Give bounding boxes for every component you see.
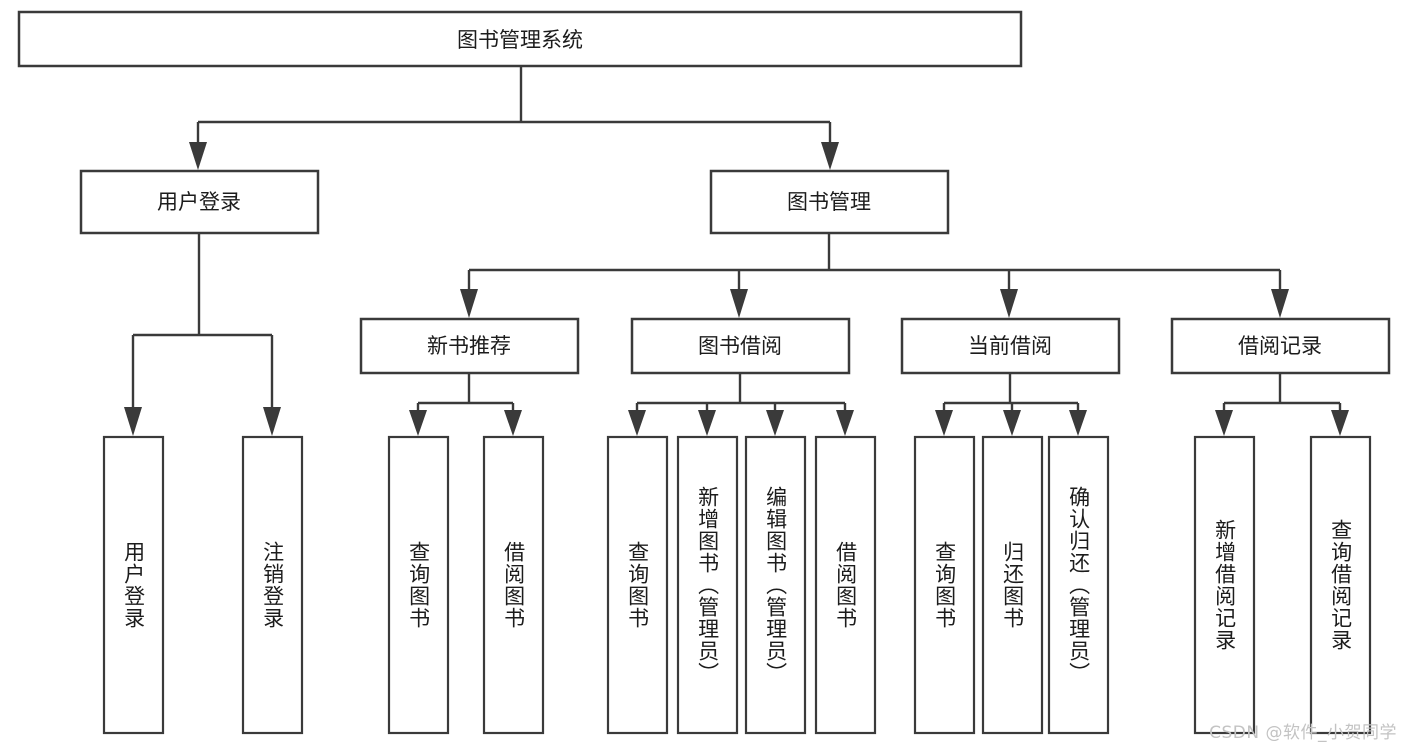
arrowhead-leaf-logout-login [263, 407, 281, 436]
leaf-borrow-book-2-rect[interactable] [814, 435, 877, 735]
node-book-management[interactable]: 图书管理 [709, 169, 950, 235]
node-book-borrow-rect [630, 317, 851, 375]
csdn-watermark: CSDN @软件_小贺同学 [1209, 723, 1397, 743]
leaf-return-book-rect[interactable] [981, 435, 1044, 735]
arrowhead-leaf-query-borrow-record [1331, 410, 1349, 436]
arrowhead-leaf-borrow-book-2 [836, 410, 854, 436]
arrowhead-leaf-query-book-2 [628, 410, 646, 436]
leaf-logout-login-rect[interactable] [241, 435, 304, 735]
node-book-management-label: 图书管理 [787, 190, 871, 214]
node-new-book-recommend-rect [359, 317, 580, 375]
node-borrow-record[interactable]: 借阅记录 [1170, 317, 1391, 375]
connector-current-borrow-to-leaves [935, 373, 1087, 436]
arrowhead-leaf-borrow-book-1 [504, 410, 522, 436]
node-new-book-recommend-label: 新书推荐 [427, 334, 511, 358]
connector-new-book-recommend-to-leaves [409, 373, 522, 436]
arrowhead-leaf-user-login [124, 407, 142, 436]
arrowhead-leaf-add-borrow-record [1215, 410, 1233, 436]
node-book-borrow[interactable]: 图书借阅 [630, 317, 851, 375]
arrowhead-leaf-confirm-return-admin [1069, 410, 1087, 436]
node-user-login-label: 用户登录 [157, 190, 241, 214]
connector-borrow-record-to-leaves [1215, 373, 1349, 436]
node-root-system-label: 图书管理系统 [457, 28, 583, 52]
leaf-query-book-2-rect[interactable] [606, 435, 669, 735]
node-new-book-recommend[interactable]: 新书推荐 [359, 317, 580, 375]
node-current-borrow-label: 当前借阅 [968, 334, 1052, 358]
node-current-borrow[interactable]: 当前借阅 [900, 317, 1121, 375]
arrowhead-leaf-return-book [1003, 410, 1021, 436]
leaf-query-book-1-rect[interactable] [387, 435, 450, 735]
node-borrow-record-rect [1170, 317, 1391, 375]
connector-root-to-level1 [189, 66, 839, 170]
arrowhead-leaf-edit-book-admin [766, 410, 784, 436]
arrowhead-leaf-query-book-3 [935, 410, 953, 436]
node-book-borrow-label: 图书借阅 [698, 334, 782, 358]
arrowhead-to-book-borrow [730, 289, 748, 318]
connector-book-management-to-level2 [460, 233, 1289, 318]
node-current-borrow-rect [900, 317, 1121, 375]
arrowhead-to-borrow-record [1271, 289, 1289, 318]
leaf-confirm-return-admin-rect[interactable] [1047, 435, 1110, 735]
leaf-borrow-book-1-rect[interactable] [482, 435, 545, 735]
leaf-add-book-admin-rect[interactable] [676, 435, 739, 735]
arrowhead-leaf-query-book-1 [409, 410, 427, 436]
leaf-edit-book-admin-rect[interactable] [744, 435, 807, 735]
arrowhead-leaf-add-book-admin [698, 410, 716, 436]
connector-user-login-to-leaves [124, 233, 281, 436]
connector-book-borrow-to-leaves [628, 373, 854, 436]
leaf-user-login-rect[interactable] [102, 435, 165, 735]
arrowhead-to-user-login [189, 142, 207, 170]
node-book-management-rect [709, 169, 950, 235]
node-root-system[interactable]: 图书管理系统 [17, 10, 1023, 68]
leaf-query-borrow-record-rect[interactable] [1309, 435, 1372, 735]
leaf-add-borrow-record-rect[interactable] [1193, 435, 1256, 735]
node-root-system-rect [17, 10, 1023, 68]
leaf-query-book-3-rect[interactable] [913, 435, 976, 735]
arrowhead-to-current-borrow [1000, 289, 1018, 318]
arrowhead-to-book-management [821, 142, 839, 170]
node-user-login[interactable]: 用户登录 [79, 169, 320, 235]
node-borrow-record-label: 借阅记录 [1238, 334, 1322, 358]
arrowhead-to-new-book-recommend [460, 289, 478, 318]
